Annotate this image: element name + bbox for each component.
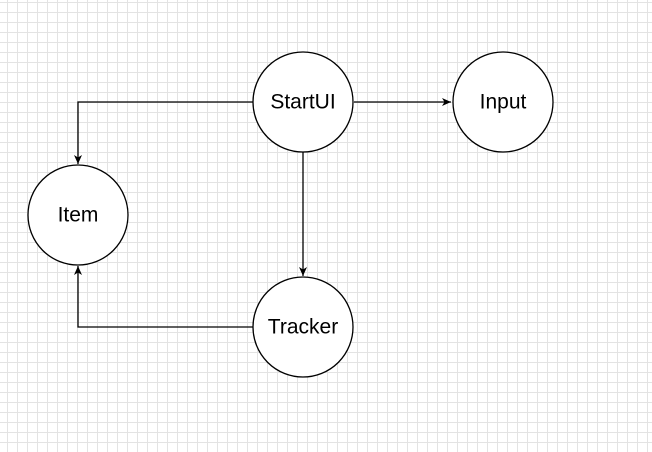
node-tracker[interactable]: Tracker [252, 276, 354, 378]
node-item[interactable]: Item [27, 164, 129, 266]
node-tracker-circle [252, 276, 354, 378]
node-input-label: Input [480, 91, 527, 114]
node-tracker-label: Tracker [268, 316, 338, 339]
node-item-circle [27, 164, 129, 266]
node-input[interactable]: Input [452, 51, 554, 153]
node-startui-circle [252, 51, 354, 153]
node-input-circle [452, 51, 554, 153]
node-startui-label: StartUI [270, 91, 335, 114]
edge-startui-to-item[interactable] [74, 101, 253, 164]
node-startui[interactable]: StartUI [252, 51, 354, 153]
node-item-label: Item [58, 204, 99, 227]
edge-tracker-to-item[interactable] [74, 266, 253, 328]
